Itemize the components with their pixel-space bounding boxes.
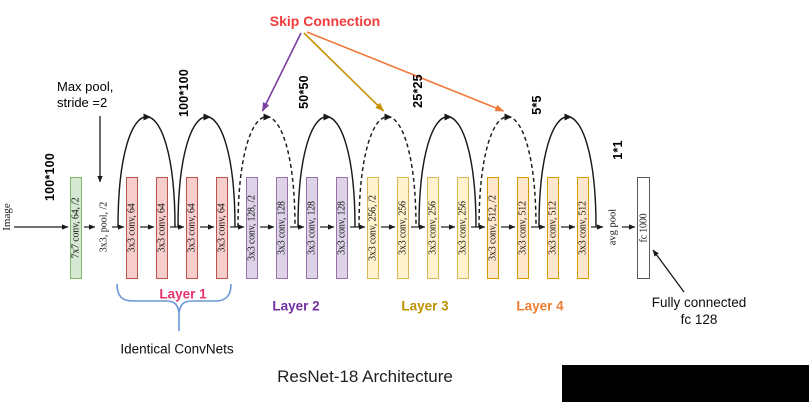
layer-label: Layer 4 [516, 298, 564, 314]
conv-box: 3x3 conv, 64 [186, 177, 198, 279]
skip-connection-label: Skip Connection [269, 13, 381, 29]
conv-box: 3x3 conv, 512 [547, 177, 559, 279]
stem-conv-box: 7x7 conv, 64, /2 [70, 177, 82, 279]
conv-box-label: 3x3 conv, 256 [397, 201, 409, 255]
conv-box: 3x3 conv, 64 [126, 177, 138, 279]
conv-box: 3x3 conv, 128 [306, 177, 318, 279]
conv-box-label: 3x3 conv, 128 [276, 201, 288, 255]
max-pool-note: Max pool, stride =2 [57, 79, 113, 111]
fully-connected-note-line2: fc 128 [680, 312, 718, 327]
max-pool-note-line1: Max pool, [57, 79, 114, 94]
dimension-label: 5*5 [530, 95, 544, 115]
layer-label: Layer 1 [159, 286, 207, 302]
conv-box-label: 3x3 conv, 128 [336, 201, 348, 255]
stem-conv-box-label: 7x7 conv, 64, /2 [70, 197, 82, 259]
conv-box: 3x3 conv, 256 [397, 177, 409, 279]
black-rectangle [562, 365, 809, 402]
fully-connected-note-line1: Fully connected [651, 295, 747, 310]
dimension-label: 100*100 [43, 153, 57, 201]
conv-box-label: 3x3 conv, 256 [457, 201, 469, 255]
skip-connection-arrow [261, 32, 302, 112]
arc-arrowhead-icon [504, 113, 512, 121]
conv-box-label: 3x3 conv, 128, /2 [246, 195, 258, 261]
skip-connection-arrow [303, 32, 385, 112]
arc-arrowhead-icon [384, 113, 392, 121]
layer-label: Layer 2 [272, 298, 320, 314]
conv-box-label: 3x3 conv, 128 [306, 201, 318, 255]
conv-box-label: 3x3 conv, 256 [427, 201, 439, 255]
conv-box-label: 3x3 conv, 512 [547, 201, 559, 255]
conv-box: 3x3 conv, 128 [276, 177, 288, 279]
arc-arrowhead-icon [143, 113, 151, 121]
conv-box: 3x3 conv, 256 [457, 177, 469, 279]
avg-pool-label: avg pool [607, 208, 619, 246]
arc-arrowhead-icon [444, 113, 452, 121]
conv-box-label: 3x3 conv, 64 [156, 203, 168, 253]
arc-arrowhead-icon [203, 113, 211, 121]
page-title: ResNet-18 Architecture [277, 367, 453, 386]
conv-box-label: 3x3 conv, 512 [517, 201, 529, 255]
conv-box: 3x3 conv, 64 [156, 177, 168, 279]
fc-box: fc 1000 [637, 177, 650, 279]
max-pool-note-line2: stride =2 [57, 95, 108, 110]
layer1-brace [178, 283, 232, 314]
image-label: Image [1, 203, 13, 231]
conv-box: 3x3 conv, 256 [427, 177, 439, 279]
fc-box-label: fc 1000 [638, 213, 649, 243]
layer1-brace [116, 283, 180, 331]
conv-box: 3x3 conv, 512 [517, 177, 529, 279]
conv-box: 3x3 conv, 128 [336, 177, 348, 279]
conv-box-label: 3x3 conv, 64 [126, 203, 138, 253]
dimension-label: 100*100 [177, 69, 191, 117]
conv-box: 3x3 conv, 512, /2 [487, 177, 499, 279]
conv-box-label: 3x3 conv, 512 [577, 201, 589, 255]
pool-label: 3x3, pool, /2 [98, 201, 110, 253]
conv-box-label: 3x3 conv, 256, /2 [367, 195, 379, 261]
fully-connected-arrow [652, 249, 685, 293]
conv-box-label: 3x3 conv, 64 [216, 203, 228, 253]
arc-arrowhead-icon [564, 113, 572, 121]
conv-box: 3x3 conv, 512 [577, 177, 589, 279]
arc-arrowhead-icon [323, 113, 331, 121]
dimension-label: 50*50 [297, 75, 311, 109]
layer-label: Layer 3 [401, 298, 449, 314]
skip-connection-arrow [306, 31, 505, 112]
conv-box: 3x3 conv, 64 [216, 177, 228, 279]
conv-box-label: 3x3 conv, 512, /2 [487, 195, 499, 261]
dimension-label: 25*25 [411, 74, 425, 108]
arc-arrowhead-icon [263, 113, 271, 121]
fully-connected-note: Fully connected fc 128 [652, 294, 747, 328]
identical-convnets-label: Identical ConvNets [120, 341, 234, 357]
conv-box-label: 3x3 conv, 64 [186, 203, 198, 253]
dimension-label: 1*1 [611, 140, 625, 160]
conv-box: 3x3 conv, 256, /2 [367, 177, 379, 279]
conv-box: 3x3 conv, 128, /2 [246, 177, 258, 279]
